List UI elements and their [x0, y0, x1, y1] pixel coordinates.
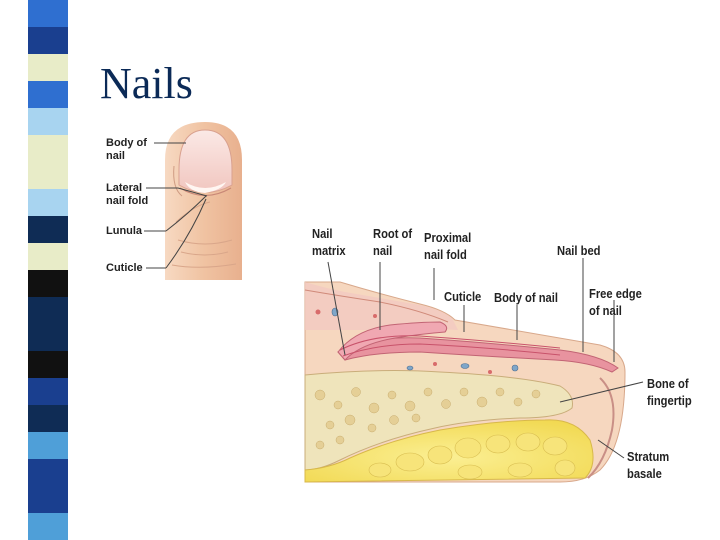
label-root-of-nail: Root of nail: [373, 226, 413, 258]
strip-block: [28, 243, 68, 270]
label-lateral-nail-fold: Lateral nail fold: [106, 182, 149, 207]
label-cuticle-top: Cuticle: [106, 262, 143, 274]
strip-block: [28, 405, 68, 432]
strip-block: [28, 27, 68, 54]
label-bone-of-fingertip: Bone of fingertip: [647, 376, 692, 408]
label-stratum-basale: Stratum basale: [627, 449, 670, 481]
fingertip-illustration: [165, 122, 242, 280]
label-body-of-nail: Body of nail: [106, 137, 147, 162]
strip-block: [28, 513, 68, 540]
label-free-edge-of-nail: Free edge of nail: [589, 286, 642, 318]
strip-block: [28, 324, 68, 351]
strip-block: [28, 81, 68, 108]
strip-block: [28, 297, 68, 324]
label-nail-matrix: Nail matrix: [312, 226, 346, 258]
section-leader-lines: [327, 258, 644, 459]
strip-block: [28, 0, 68, 27]
strip-block: [28, 108, 68, 135]
label-body-of-nail-section: Body of nail: [494, 290, 558, 305]
slide-title: Nails: [100, 59, 193, 108]
strip-block: [28, 378, 68, 405]
strip-block: [28, 54, 68, 81]
fingertip-leader-lines: [144, 142, 208, 269]
label-nail-bed: Nail bed: [557, 243, 601, 258]
decorative-strip: [28, 0, 68, 540]
strip-block: [28, 432, 68, 459]
label-proximal-nail-fold: Proximal nail fold: [424, 230, 472, 262]
strip-block: [28, 189, 68, 216]
label-cuticle-section: Cuticle: [444, 289, 482, 304]
label-lunula: Lunula: [106, 225, 143, 237]
strip-block: [28, 162, 68, 189]
strip-block: [28, 135, 68, 162]
strip-block: [28, 351, 68, 378]
strip-block: [28, 270, 68, 297]
strip-block: [28, 486, 68, 513]
strip-block: [28, 216, 68, 243]
lunula-shape: [185, 182, 226, 193]
nail-cross-section: [304, 281, 626, 483]
strip-block: [28, 459, 68, 486]
